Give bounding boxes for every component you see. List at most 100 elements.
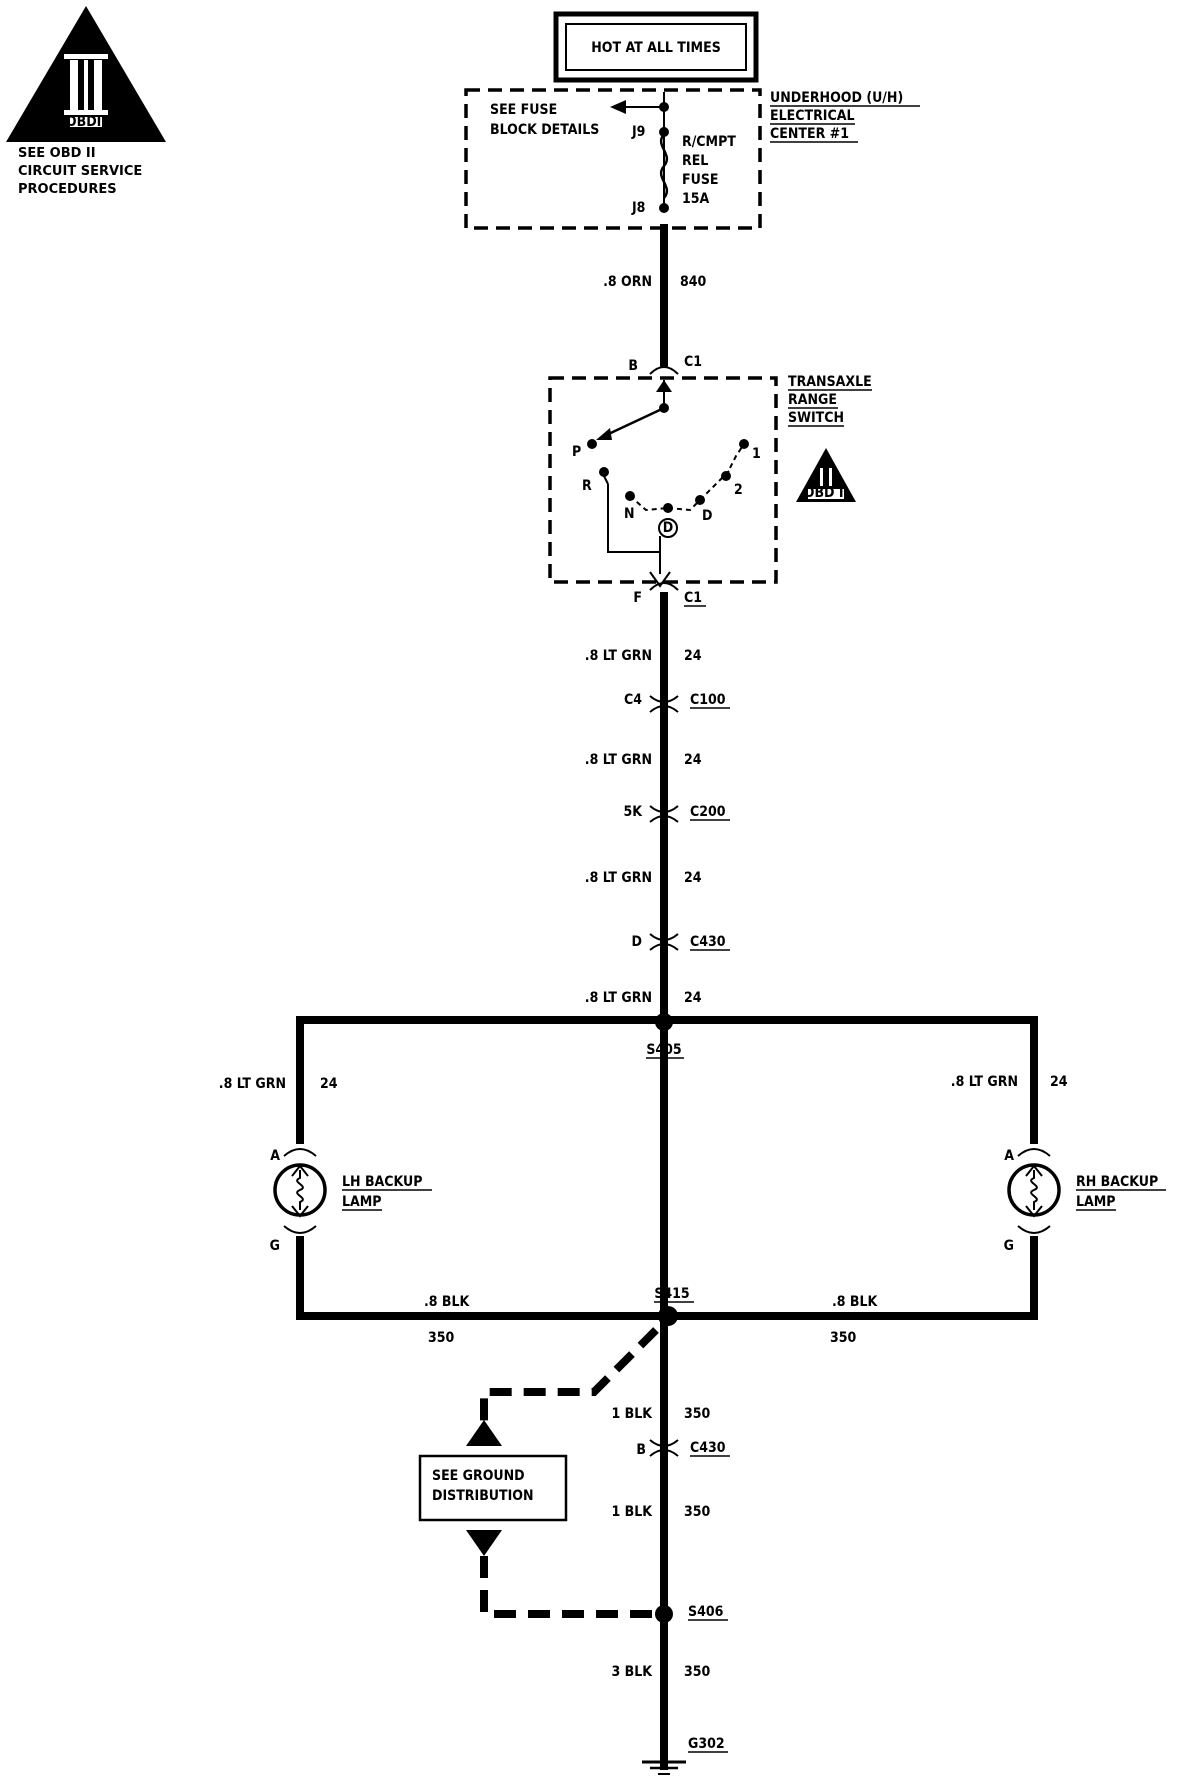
splice-s405: S405 [296,1013,1038,1144]
obd-note-line-3: PROCEDURES [18,182,117,197]
obd-small-triangle-icon [796,448,856,502]
ground-left-gauge: .8 BLK [424,1294,471,1310]
connector-c200-name: C200 [690,804,726,820]
position-d-circle: D [663,520,673,536]
see-fuse-line-2: BLOCK DETAILS [490,122,599,138]
ground-right-gauge: .8 BLK [832,1294,879,1310]
ground-dist-line-2: DISTRIBUTION [432,1488,534,1504]
uh-pin-j9: J9 [631,124,645,140]
ground-left-circuit: 350 [428,1330,455,1346]
wire-840-gauge: .8 ORN [603,274,652,290]
rh-lamp-name-line-2: LAMP [1076,1194,1116,1210]
connector-c430-d-name: C430 [690,934,726,950]
position-1: 1 [752,446,761,462]
rh-lamp-pin-a: A [1004,1148,1014,1164]
uh-title-line-1: UNDERHOOD (U/H) [770,90,903,106]
arrow-left-icon [610,100,626,114]
wire-24-circuit-1: 24 [684,648,702,664]
rh-branch-circuit: 24 [1050,1074,1068,1090]
uh-pin-j8: J8 [631,200,645,216]
obd-note-line-2: CIRCUIT SERVICE [18,164,142,179]
obd-note-line-1: SEE OBD II [18,146,96,161]
trs-title-line-3: SWITCH [788,410,844,426]
ground-3-circuit: 350 [684,1664,711,1680]
connector-c100-pin: C4 [624,692,642,708]
lh-backup-lamp: A G LH BACKUP LAMP [270,1148,432,1254]
trs-title-line-2: RANGE [788,392,837,408]
arrow-down-icon [466,1530,502,1556]
ground-2-circuit: 350 [684,1504,711,1520]
fuse-line-4: 15A [682,191,710,207]
connector-c200: 5K C200 [623,804,730,823]
connector-c430-b: B C430 [636,1439,730,1458]
trs-conn-c1-bottom: C1 [684,590,702,606]
obd-plate-text: OBDII [66,114,106,130]
rh-lamp-filament-icon [1025,1164,1043,1218]
trs-title-line-1: TRANSAXLE [788,374,872,390]
connector-c430-b-name: C430 [690,1440,726,1456]
underhood-electrical-center: UNDERHOOD (U/H) ELECTRICAL CENTER #1 SEE… [464,88,920,230]
wire-24-gauge-4: .8 LT GRN [585,990,652,1006]
ground-g302-label: G302 [688,1736,725,1752]
obd-small-plate-text: OBD II [804,485,849,501]
switch-arm-arrow-icon [596,428,612,440]
connector-c430-b-pin: B [636,1442,646,1458]
fuse-icon [659,133,669,199]
wire-24-circuit-4: 24 [684,990,702,1006]
ground-3-gauge: 3 BLK [611,1664,653,1680]
wire-24-circuit-3: 24 [684,870,702,886]
lh-lamp-pin-g: G [270,1238,280,1254]
wire-840-circuit: 840 [680,274,707,290]
position-2: 2 [734,482,743,498]
wire-24-gauge-2: .8 LT GRN [585,752,652,768]
position-r: R [582,478,592,494]
rh-lamp-name-line-1: RH BACKUP [1076,1174,1158,1190]
uh-title-line-3: CENTER #1 [770,126,849,142]
lh-branch-gauge: .8 LT GRN [219,1076,286,1092]
lh-branch-circuit: 24 [320,1076,338,1092]
lh-lamp-filament-icon [291,1164,309,1218]
ground-distribution-path: SEE GROUND DISTRIBUTION [418,1327,664,1618]
connector-c100: C4 C100 [624,692,730,713]
ground-dist-line-1: SEE GROUND [432,1468,525,1484]
see-fuse-line-1: SEE FUSE [490,102,557,118]
trs-pin-f: F [633,590,642,606]
power-source-box: HOT AT ALL TIMES [553,11,759,83]
position-p: P [572,444,581,460]
obd-ii-badge: OBDII SEE OBD II CIRCUIT SERVICE PROCEDU… [6,6,166,197]
ground-g302: G302 [642,1736,728,1775]
ground-2-gauge: 1 BLK [611,1504,653,1520]
rh-branch-gauge: .8 LT GRN [951,1074,1018,1090]
splice-s405-label: S405 [646,1042,681,1058]
lh-lamp-pin-a: A [270,1148,280,1164]
uh-title-line-2: ELECTRICAL [770,108,854,124]
arrow-up-icon [466,1420,502,1446]
trs-pin-b: B [628,358,638,374]
transaxle-range-switch: B C1 P R N D D 2 1 F C1 TRANSAX [548,354,872,607]
splice-s415-label: S415 [654,1286,689,1302]
wire-24-gauge-1: .8 LT GRN [585,648,652,664]
connector-c430-d-pin: D [632,934,642,950]
position-d: D [702,508,712,524]
trs-conn-c1-top: C1 [684,354,702,370]
position-n: N [624,506,635,522]
ground-1-gauge: 1 BLK [611,1406,653,1422]
splice-s406-label: S406 [688,1604,724,1620]
power-source-label: HOT AT ALL TIMES [591,40,721,56]
fuse-line-3: FUSE [682,172,719,188]
rh-backup-lamp: A G RH BACKUP LAMP [1004,1148,1166,1254]
splice-s406: S406 [655,1604,728,1623]
ground-right-circuit: 350 [830,1330,857,1346]
connector-c100-name: C100 [690,692,726,708]
ground-1-circuit: 350 [684,1406,711,1422]
wire-24-gauge-3: .8 LT GRN [585,870,652,886]
lh-lamp-name-line-2: LAMP [342,1194,382,1210]
fuse-line-1: R/CMPT [682,134,736,150]
wire-24-circuit-2: 24 [684,752,702,768]
lh-lamp-name-line-1: LH BACKUP [342,1174,423,1190]
rh-lamp-pin-g: G [1004,1238,1014,1254]
connector-c430-d: D C430 [632,933,730,951]
splice-s415: S415 [296,1236,1038,1326]
fuse-line-2: REL [682,153,708,169]
